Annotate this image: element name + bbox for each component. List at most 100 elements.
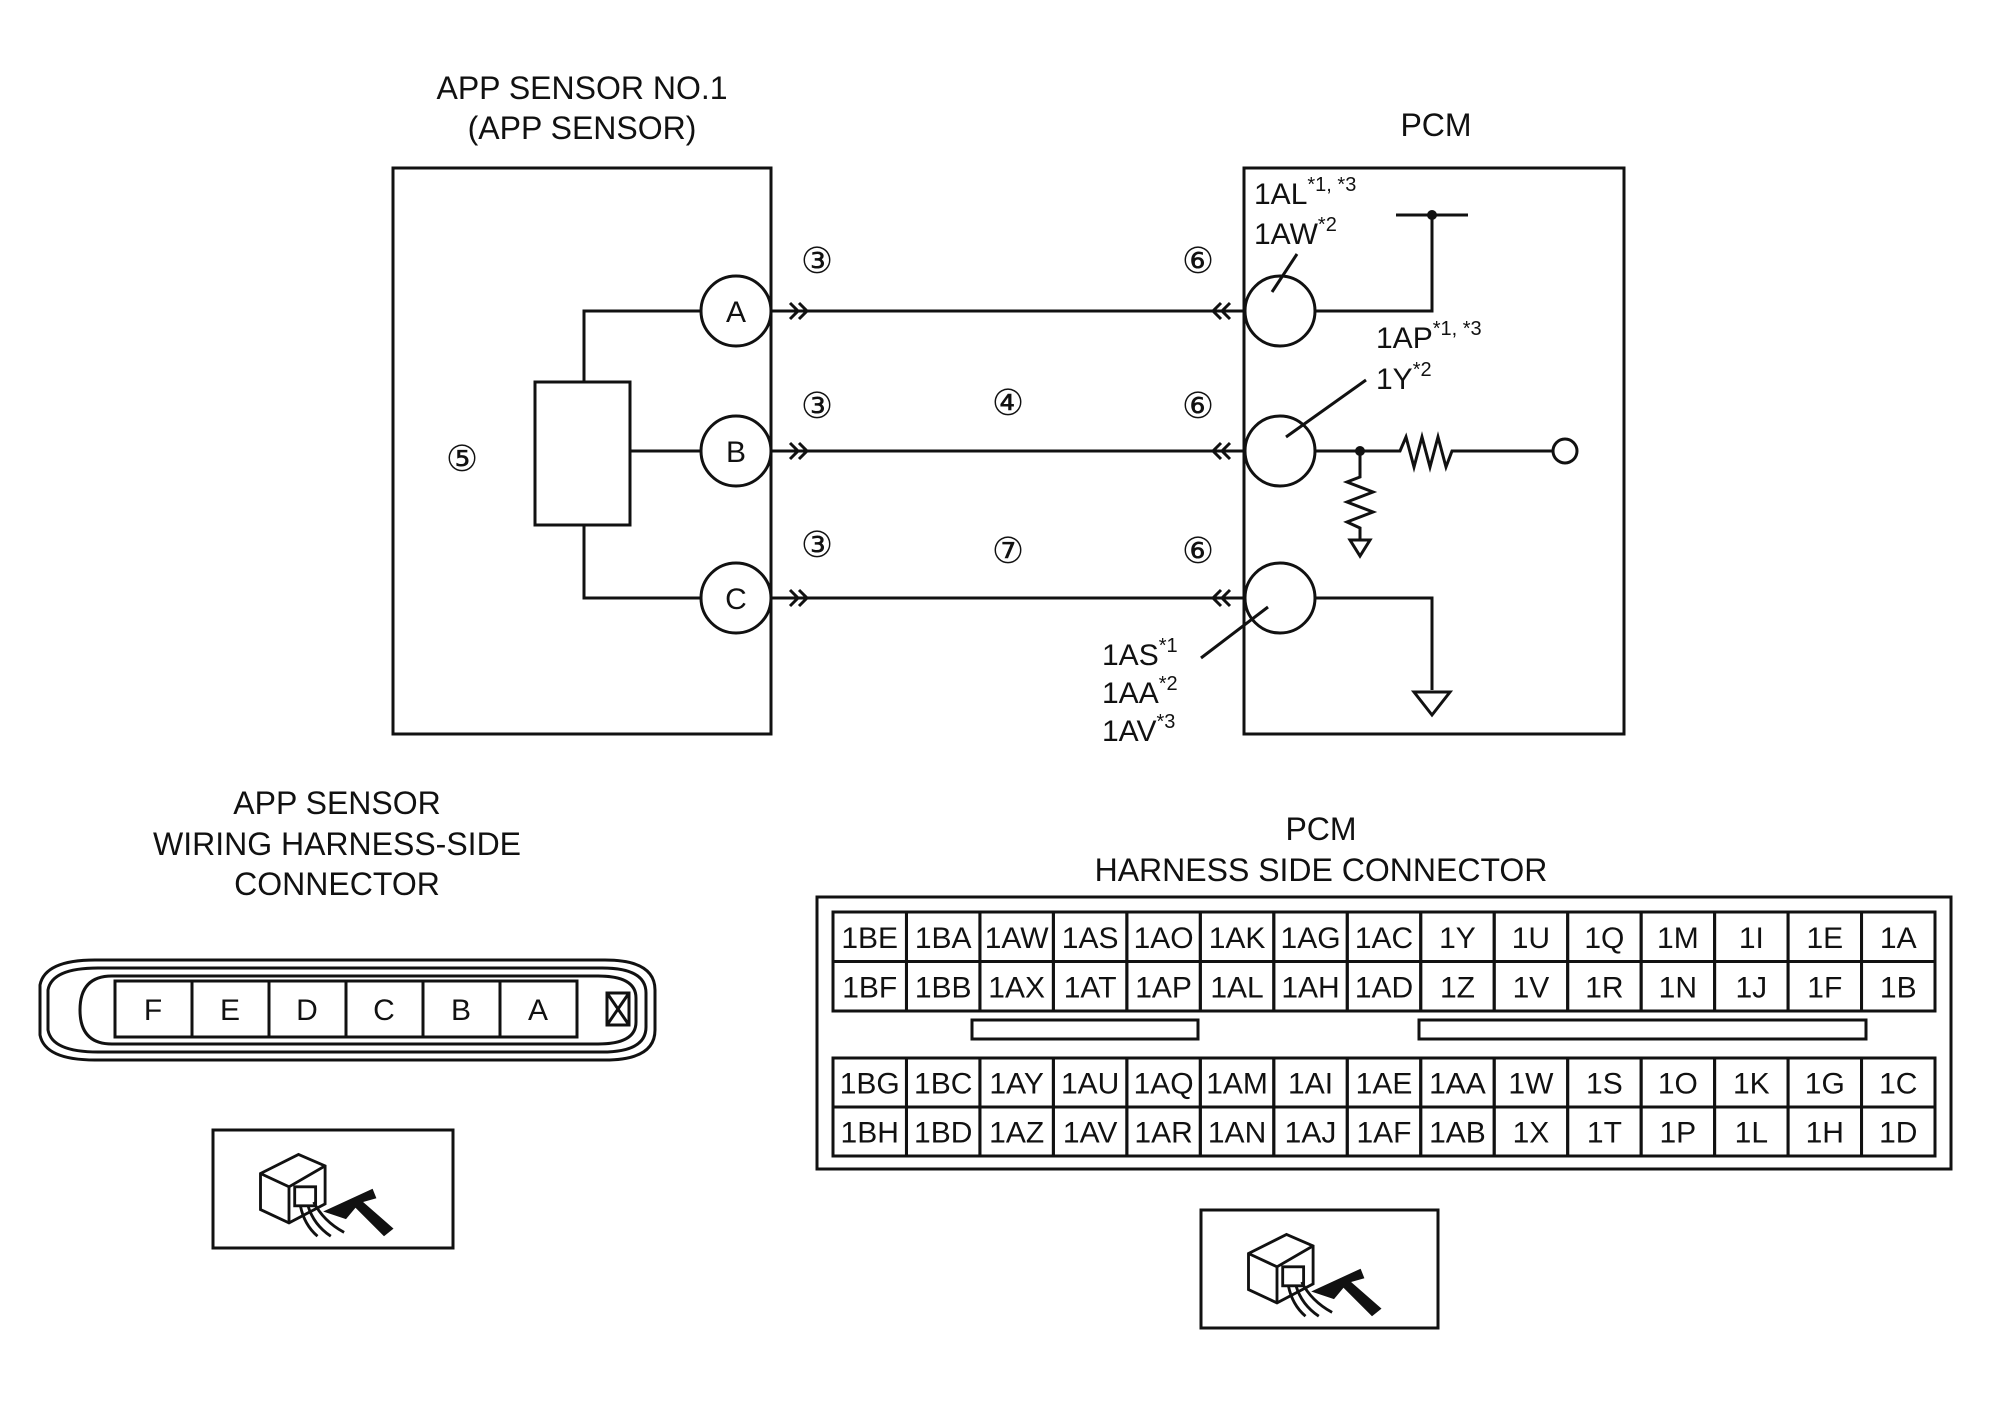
pcm-connector-cell: 1AH [1281,971,1339,1004]
potentiometer-element [533,380,632,527]
pcm-connector-cell: 1D [1879,1117,1917,1150]
pcm-connector-title: PCM [1285,811,1356,847]
pcm-pin-c3: 1AV*3 [1102,711,1175,748]
callout-pcm-side-b: ⑥ [1182,385,1214,426]
pcm-connector-cell: 1P [1660,1117,1697,1150]
pcm-connector-cell: 1U [1512,922,1550,955]
pcm-connector-cell: 1A [1880,922,1917,955]
pcm-connector-cell: 1N [1659,971,1697,1004]
pcm-connector-cell: 1AQ [1134,1068,1194,1101]
callout-pcm-side-c: ⑥ [1182,530,1214,571]
pcm-connector-cell: 1AX [988,971,1045,1004]
pcm-pin-b1: 1AP*1, *3 [1376,318,1482,355]
pot-lead-bottom [582,525,703,600]
pcm-connector-cell: 1BC [914,1068,972,1101]
callout-sensor-body: ⑤ [446,438,478,479]
pcm-title: PCM [1400,107,1471,143]
pcm-pin-c-leader [1200,605,1269,660]
pcm-connector-cell: 1K [1733,1068,1770,1101]
pcm-connector-cell: 1AN [1208,1117,1266,1150]
pcm-connector-cell: 1AG [1281,922,1341,955]
pcm-connector-cell: 1AR [1134,1117,1192,1150]
callout-sensor-side-a: ③ [801,240,833,281]
callout-pcm-side-a: ⑥ [1182,240,1214,281]
pcm-connector-cell: 1AC [1355,922,1413,955]
connector-chevrons [788,301,1232,608]
app-connector-cell-a: A [528,994,548,1027]
pcm-connector-cell: 1BE [841,922,898,955]
pcm-connector-cell: 1H [1806,1117,1844,1150]
pcm-connector-cell: 1O [1658,1068,1698,1101]
sensor-terminal-c: C [699,561,773,635]
callout-wire-c: ⑦ [992,530,1024,571]
pcm-connector-cell: 1AI [1288,1068,1333,1101]
app-sensor-subtitle: (APP SENSOR) [468,110,697,146]
callout-wire-b: ④ [992,382,1024,423]
pcm-pin-c1: 1AS*1 [1102,635,1178,672]
pcm-terminal-c [1243,561,1317,635]
app-connector-title-2: WIRING HARNESS-SIDE [153,826,521,862]
pcm-connector-cell: 1AL [1210,971,1263,1004]
pcm-connector-cell: 1W [1508,1068,1554,1101]
pcm-connector-cell: 1BF [842,971,897,1004]
pcm-connector-cell: 1B [1880,971,1917,1004]
pcm-connector-cell: 1AB [1429,1117,1486,1150]
pcm-terminal-b [1243,414,1317,488]
pcm-connector-cell: 1AK [1209,922,1266,955]
app-sensor-title: APP SENSOR NO.1 [436,70,727,106]
pcm-connector-cell: 1AZ [989,1117,1044,1150]
pcm-connector-cell: 1Z [1440,971,1475,1004]
app-connector-cell-f: F [144,994,162,1027]
pcm-connector-cell: 1X [1513,1117,1550,1150]
pcm-connector-cell: 1T [1587,1117,1622,1150]
pcm-connector-cell-box [1860,960,1937,1013]
pcm-connector-cell: 1R [1585,971,1623,1004]
pcm-connector-cell: 1AJ [1285,1117,1337,1150]
pcm-connector-key-left [970,1018,1200,1041]
pcm-connector-cell: 1AD [1355,971,1413,1004]
pull-down-resistor [1342,451,1378,540]
pcm-connector-cell: 1AV [1063,1117,1117,1150]
pcm-connector-cell: 1BD [914,1117,972,1150]
pcm-connector-cell: 1AW [985,922,1050,955]
pcm-vref-node [1427,210,1437,220]
pcm-terminal-a [1243,274,1317,348]
sensor-terminal-b-label: B [726,436,746,469]
pot-lead-top [582,309,703,382]
pcm-connector-cell: 1E [1806,922,1843,955]
pcm-connector-key-right [1417,1018,1868,1041]
pcm-pin-b2: 1Y*2 [1376,359,1432,396]
pcm-pin-c2: 1AA*2 [1102,673,1178,710]
pcm-connector-cell: 1F [1807,971,1842,1004]
pcm-pin-a1: 1AL*1, *3 [1254,174,1356,211]
ground-symbol-b [1347,538,1373,559]
pcm-pin-a2: 1AW*2 [1254,214,1337,251]
pcm-connector-cell: 1AA [1429,1068,1486,1101]
sensor-terminal-b: B [699,414,773,488]
pcm-connector-cell: 1BB [915,971,972,1004]
pcm-connector-cell: 1BH [841,1117,899,1150]
pcm-vref-line [1315,215,1434,313]
pcm-connector-title-2: HARNESS SIDE CONNECTOR [1095,852,1548,888]
app-connector-cell-c: C [373,994,395,1027]
pcm-connector-cell: 1C [1879,1068,1917,1101]
pcm-connector-cell: 1AY [989,1068,1043,1101]
app-sensor-connector: F E D C B A [38,958,657,1062]
ground-symbol-c [1410,690,1454,718]
pcm-connector-cell: 1Q [1584,922,1624,955]
pull-up-resistor [1360,431,1552,473]
app-connector-cell-e: E [220,994,240,1027]
sensor-terminal-a-label: A [726,296,746,329]
pcm-connector-cell: 1AM [1206,1068,1268,1101]
pcm-connector-cell: 1BG [840,1068,900,1101]
sensor-terminal-c-label: C [725,583,747,616]
app-connector-title: APP SENSOR [233,785,440,821]
pcm-connector-cell-box [1860,1105,1937,1158]
pcm-connector-cell: 1BA [915,922,972,955]
pcm-connector-cell: 1I [1739,922,1764,955]
callout-sensor-side-c: ③ [801,524,833,565]
pcm-connector-cell: 1AS [1062,922,1119,955]
